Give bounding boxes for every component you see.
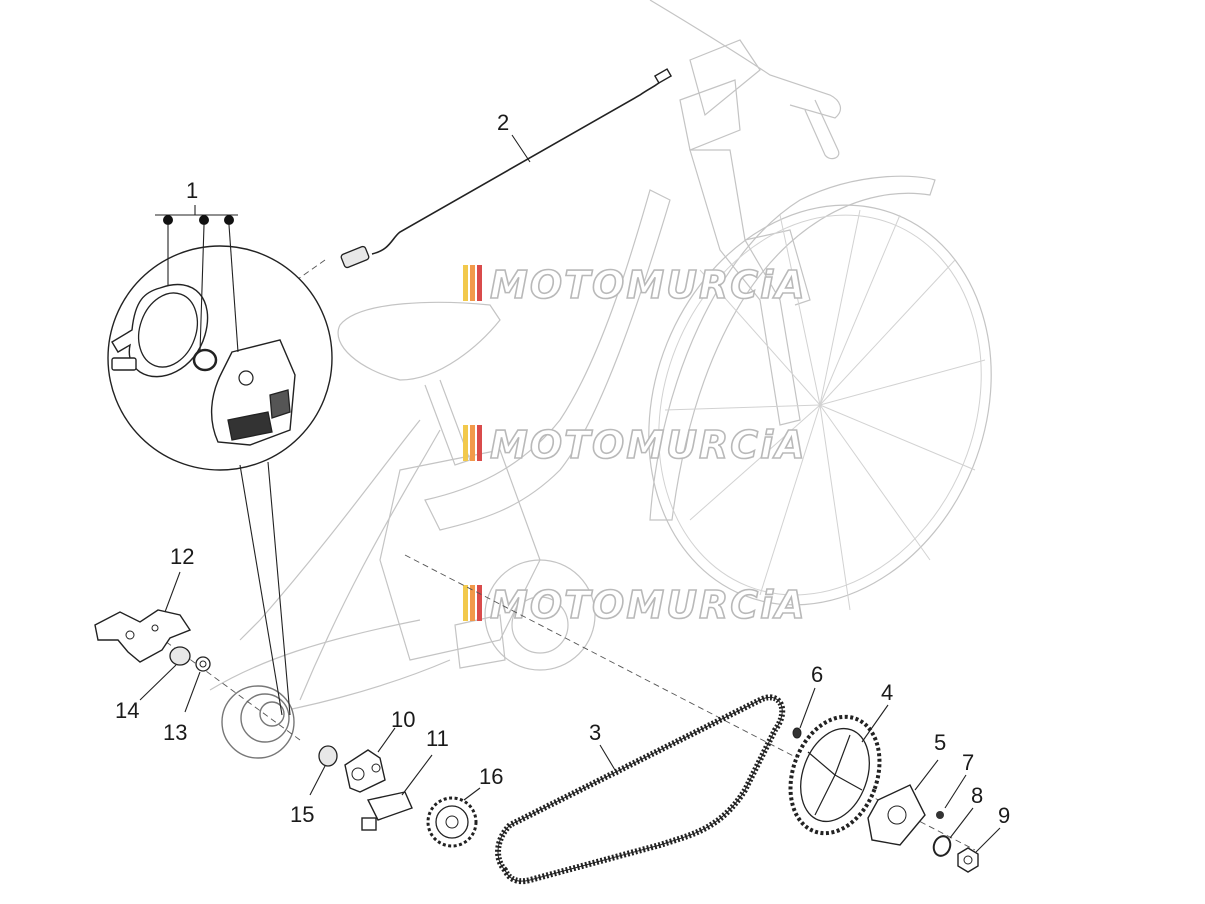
part-14-bushing [139,646,191,701]
callout-16: 16 [479,764,503,789]
callout-8: 8 [971,783,983,808]
watermark-text: MOTOMURCiA [490,263,807,307]
part-5-flange [867,759,939,846]
watermark-text: MOTOMURCiA [490,583,807,627]
detail-magnifier [107,245,333,716]
part-3-belt [495,694,786,885]
part-4-chainring [788,704,889,836]
part-2-cable [340,68,673,269]
callout-5: 5 [934,730,946,755]
callout-labels: 1 2 3 4 5 6 7 8 9 10 11 12 13 14 15 16 [115,110,1010,828]
part-16-sprocket [426,787,481,848]
ghost-bicycle [209,0,992,759]
callout-13: 13 [163,720,187,745]
callout-9: 9 [998,803,1010,828]
callout-12: 12 [170,544,194,569]
part-13-washer [184,656,211,713]
callout-1-bracket [155,205,239,353]
part-8-washer [932,807,974,857]
part-12-bracket [94,571,192,663]
callout-11: 11 [426,726,449,751]
watermark-2: MOTOMURCiA [463,422,807,468]
part-9-nut [957,827,1001,873]
callout-14: 14 [115,698,139,723]
part-6-bolt [792,687,816,739]
watermark-3: MOTOMURCiA [463,582,807,628]
callout-6: 6 [811,662,823,687]
callout-3: 3 [589,720,601,745]
callout-1: 1 [186,178,198,203]
callout-10: 10 [391,707,415,732]
watermark-text: MOTOMURCiA [490,423,807,467]
part-11-axle-plate [361,754,433,831]
watermark-1: MOTOMURCiA [463,262,807,308]
part-10-plate [344,727,396,793]
part-15-bushing [309,745,338,796]
callout-7: 7 [962,750,974,775]
part-7-nut [936,774,967,819]
callout-2: 2 [497,110,509,135]
callout-4: 4 [881,680,893,705]
callout-15: 15 [290,802,314,827]
